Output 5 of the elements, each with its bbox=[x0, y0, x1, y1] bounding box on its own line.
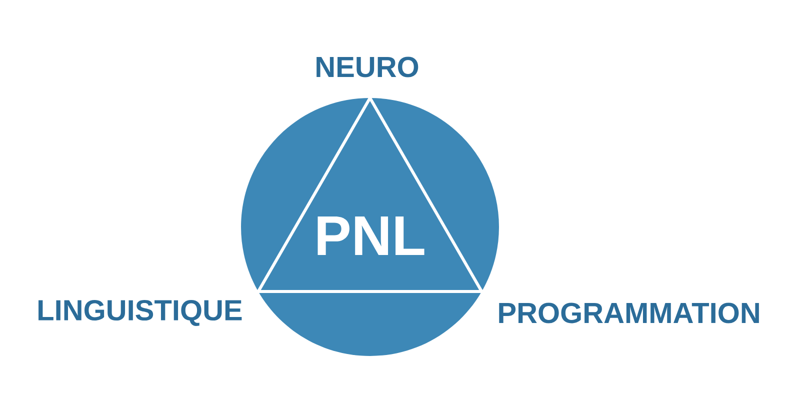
vertex-label: NEURO bbox=[316, 56, 418, 78]
circle bbox=[241, 98, 499, 356]
vertex-label: LINGUISTIQUE bbox=[38, 300, 242, 326]
triangle: PNL bbox=[256, 96, 484, 293]
vertex-label: PROGRAMMATION bbox=[499, 302, 759, 324]
